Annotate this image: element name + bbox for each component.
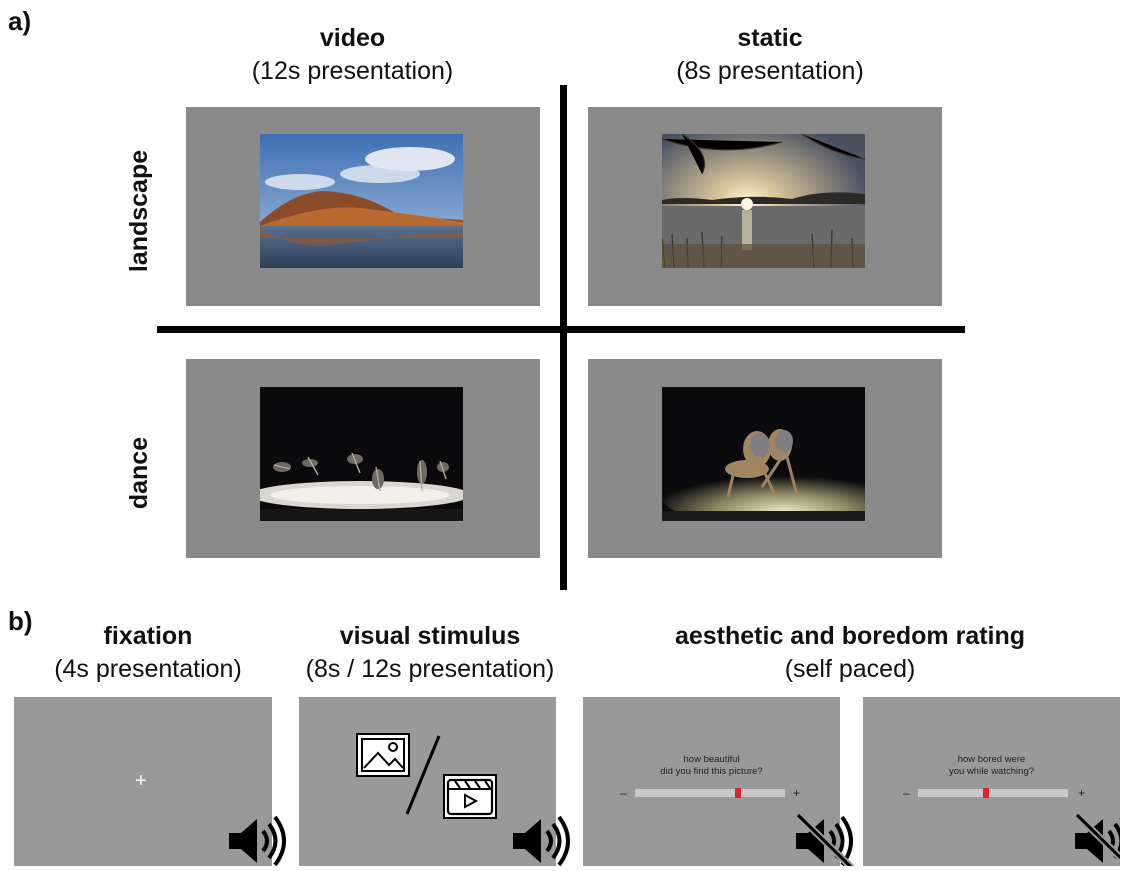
row-label-landscape: landscape bbox=[125, 149, 153, 273]
speaker-icon bbox=[511, 813, 571, 867]
rating-scale[interactable] bbox=[918, 788, 1068, 798]
stage-header-rating: aesthetic and boredom rating (self paced… bbox=[600, 620, 1100, 686]
scale-max: + bbox=[793, 786, 801, 800]
muted-speaker-icon bbox=[1073, 813, 1120, 866]
image-icon bbox=[356, 733, 410, 777]
scale-min: – bbox=[620, 786, 627, 800]
fixation-cross: + bbox=[135, 770, 147, 792]
rating-question-line: how bored were bbox=[957, 754, 1026, 765]
column-title: video bbox=[319, 24, 386, 52]
rating-question-line: how beautiful bbox=[683, 754, 740, 765]
panel-a-label: a) bbox=[8, 6, 32, 36]
panel-b-label: b) bbox=[8, 606, 33, 636]
screen-rating-boredom: how bored were you while watching? – + bbox=[863, 697, 1120, 866]
vertical-divider bbox=[560, 85, 567, 590]
dance-static-photo bbox=[662, 387, 865, 521]
screen-dance-video bbox=[186, 359, 540, 558]
speaker-icon bbox=[227, 813, 287, 867]
column-title: static bbox=[737, 24, 803, 52]
rating-scale[interactable] bbox=[635, 788, 785, 798]
screen-rating-beauty: how beautiful did you find this picture?… bbox=[583, 697, 855, 871]
column-subtitle: (12s presentation) bbox=[251, 57, 454, 85]
video-icon bbox=[443, 774, 497, 819]
stage-header-visual-stimulus: visual stimulus (8s / 12s presentation) bbox=[290, 620, 570, 686]
screen-visual-stimulus bbox=[299, 697, 570, 867]
row-label-dance: dance bbox=[125, 436, 153, 510]
stage-subtitle: (self paced) bbox=[784, 655, 916, 683]
stage-subtitle: (4s presentation) bbox=[54, 655, 242, 683]
screen-landscape-video bbox=[186, 107, 540, 306]
dance-video-photo bbox=[260, 387, 463, 521]
rating-question: how beautiful did you find this picture? bbox=[583, 754, 840, 778]
screen-dance-static bbox=[588, 359, 942, 558]
muted-speaker-icon bbox=[794, 812, 855, 871]
rating-marker[interactable] bbox=[983, 788, 989, 798]
column-header-static: static (8s presentation) bbox=[610, 22, 930, 88]
stage-header-fixation: fixation (4s presentation) bbox=[20, 620, 276, 686]
rating-question-line: you while watching? bbox=[948, 766, 1035, 777]
stage-title: fixation bbox=[103, 622, 193, 650]
horizontal-divider bbox=[157, 326, 965, 333]
stage-title: visual stimulus bbox=[339, 622, 521, 650]
scale-max: + bbox=[1078, 786, 1086, 800]
screen-landscape-static bbox=[588, 107, 942, 306]
rating-question: how bored were you while watching? bbox=[863, 754, 1120, 778]
landscape-video-photo bbox=[260, 134, 463, 268]
scale-min: – bbox=[903, 786, 910, 800]
rating-question-line: did you find this picture? bbox=[660, 766, 763, 777]
stage-subtitle: (8s / 12s presentation) bbox=[305, 655, 555, 683]
column-header-video: video (12s presentation) bbox=[200, 22, 505, 88]
stage-title: aesthetic and boredom rating bbox=[674, 622, 1026, 650]
rating-marker[interactable] bbox=[735, 788, 741, 798]
landscape-static-photo bbox=[662, 134, 865, 268]
screen-fixation: + bbox=[14, 697, 286, 867]
slash-divider bbox=[403, 734, 443, 816]
column-subtitle: (8s presentation) bbox=[676, 57, 864, 85]
